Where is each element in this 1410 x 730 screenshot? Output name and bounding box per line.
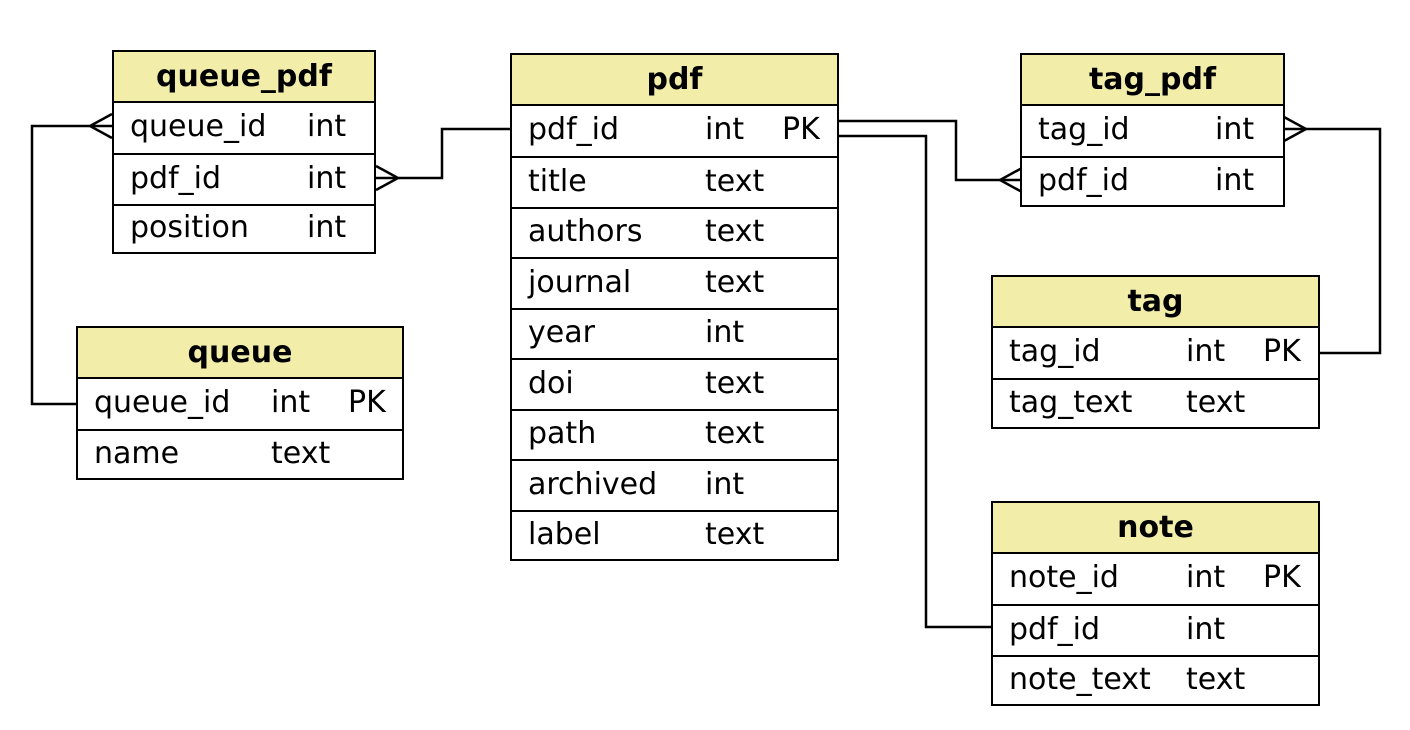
column-type: text: [1186, 661, 1246, 697]
table-queue-pdf: queue_pdf queue_id int pdf_id int positi…: [112, 50, 376, 254]
column-type: text: [705, 365, 765, 401]
column-type: int: [307, 108, 347, 144]
table-title: tag: [993, 277, 1318, 328]
rel-pdf-tag-pdf: [838, 119, 1022, 182]
column-field: pdf_id: [528, 111, 620, 147]
column-field: note_text: [1009, 661, 1151, 697]
column-field: tag_id: [1038, 111, 1130, 147]
table-row: pdf_id int: [114, 153, 374, 204]
column-type: text: [705, 415, 765, 451]
table-tag: tag tag_id int PK tag_text text: [991, 275, 1320, 429]
table-row: queue_id int: [114, 103, 374, 153]
column-field: label: [528, 516, 601, 552]
table-row: note_id int PK: [993, 554, 1318, 604]
table-row: year int: [512, 308, 837, 358]
column-type: text: [271, 435, 331, 471]
table-row: title text: [512, 156, 837, 207]
crows-foot-icon: [1283, 115, 1309, 143]
table-row: position int: [114, 204, 374, 252]
table-row: tag_id int: [1022, 106, 1283, 156]
column-type: int: [271, 384, 311, 420]
table-row: tag_id int PK: [993, 328, 1318, 378]
column-key: PK: [782, 111, 820, 147]
column-type: text: [705, 264, 765, 300]
table-row: note_text text: [993, 655, 1318, 704]
column-type: int: [705, 314, 745, 350]
table-queue: queue queue_id int PK name text: [76, 326, 404, 480]
table-note: note note_id int PK pdf_id int note_text…: [991, 501, 1320, 706]
column-field: pdf_id: [1038, 162, 1130, 198]
table-row: journal text: [512, 257, 837, 308]
table-row: doi text: [512, 358, 837, 409]
column-field: pdf_id: [130, 160, 222, 196]
table-title: tag_pdf: [1022, 55, 1283, 106]
table-row: pdf_id int: [993, 604, 1318, 655]
column-key: PK: [1263, 333, 1301, 369]
column-field: year: [528, 314, 595, 350]
table-row: authors text: [512, 207, 837, 257]
crows-foot-icon: [997, 166, 1023, 194]
column-type: int: [1186, 559, 1226, 595]
column-type: int: [307, 209, 347, 245]
table-row: label text: [512, 510, 837, 559]
column-field: name: [94, 435, 180, 471]
table-row: queue_id int PK: [78, 379, 402, 429]
table-row: pdf_id int: [1022, 156, 1283, 205]
column-type: int: [705, 466, 745, 502]
column-field: queue_id: [94, 384, 231, 420]
table-tag-pdf: tag_pdf tag_id int pdf_id int: [1020, 53, 1285, 207]
table-title: note: [993, 503, 1318, 554]
column-field: tag_text: [1009, 384, 1133, 420]
table-row: path text: [512, 409, 837, 459]
rel-pdf-note: [838, 134, 992, 629]
column-type: int: [1215, 162, 1255, 198]
column-type: text: [705, 516, 765, 552]
table-row: name text: [78, 429, 402, 478]
column-key: PK: [1263, 559, 1301, 595]
column-type: int: [1186, 611, 1226, 647]
rel-tag-tag-pdf: [1284, 127, 1382, 355]
column-field: authors: [528, 213, 643, 249]
rel-queue-queue-pdf: [30, 124, 112, 406]
table-row: pdf_id int PK: [512, 106, 837, 156]
column-type: int: [705, 111, 745, 147]
column-field: doi: [528, 365, 574, 401]
column-type: int: [307, 160, 347, 196]
column-field: title: [528, 163, 587, 199]
column-field: journal: [528, 264, 632, 300]
crows-foot-icon: [87, 112, 113, 140]
column-type: text: [1186, 384, 1246, 420]
column-field: path: [528, 415, 597, 451]
rel-pdf-queue-pdf: [376, 127, 512, 180]
table-pdf: pdf pdf_id int PK title text authors tex…: [510, 53, 839, 561]
column-type: int: [1186, 333, 1226, 369]
table-row: tag_text text: [993, 378, 1318, 427]
table-title: queue_pdf: [114, 52, 374, 103]
column-type: int: [1215, 111, 1255, 147]
column-field: archived: [528, 466, 658, 502]
table-row: archived int: [512, 459, 837, 510]
crows-foot-icon: [375, 164, 401, 192]
column-field: note_id: [1009, 559, 1119, 595]
column-field: pdf_id: [1009, 611, 1101, 647]
table-title: pdf: [512, 55, 837, 106]
table-title: queue: [78, 328, 402, 379]
column-type: text: [705, 163, 765, 199]
column-field: queue_id: [130, 108, 267, 144]
column-field: tag_id: [1009, 333, 1101, 369]
column-key: PK: [348, 384, 386, 420]
column-type: text: [705, 213, 765, 249]
column-field: position: [130, 209, 249, 245]
